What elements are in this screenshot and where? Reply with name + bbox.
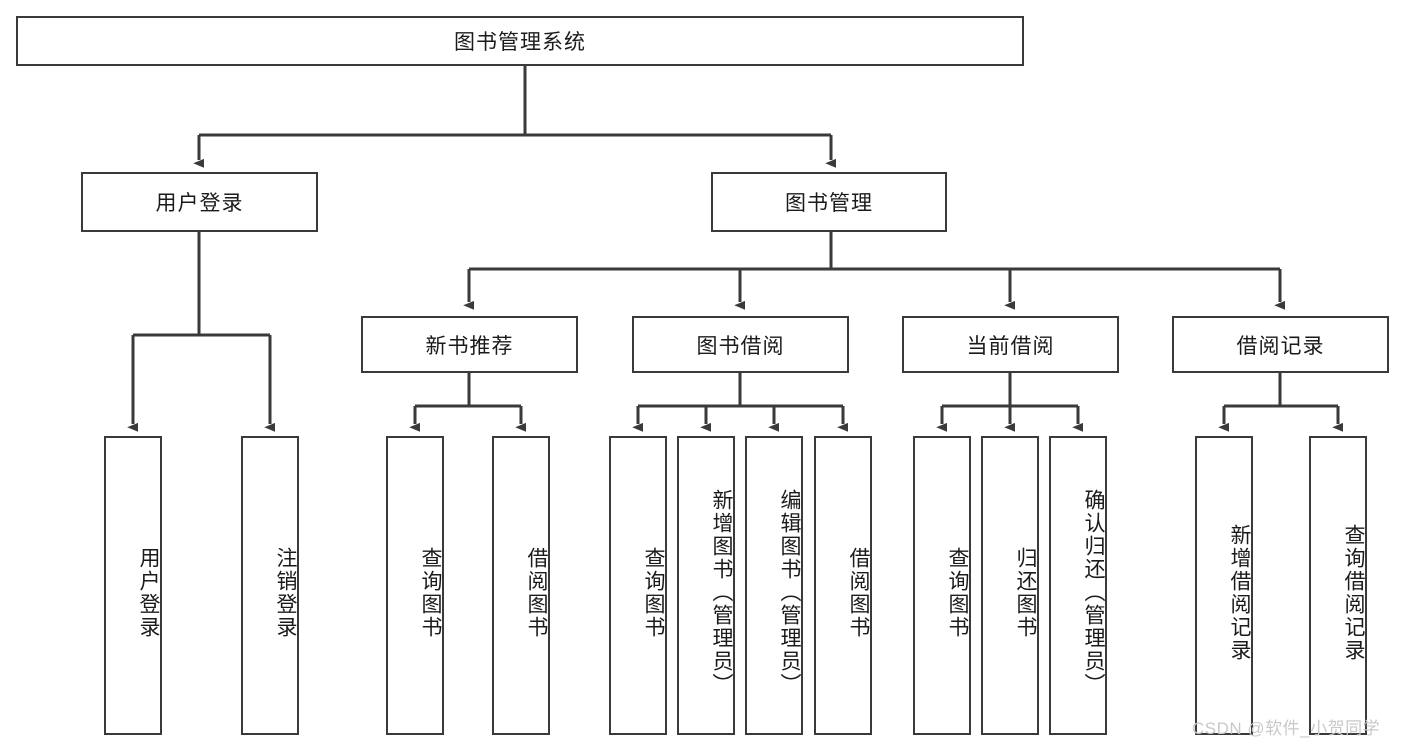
node-leaf-user-login-label: 用户登录	[137, 546, 160, 639]
node-leaf-borrow-book-2[interactable]: 借阅图书	[814, 436, 872, 735]
node-leaf-query-book-1[interactable]: 查询图书	[386, 436, 444, 735]
node-leaf-add-record-label: 新增借阅记录	[1228, 523, 1251, 662]
node-user-login[interactable]: 用户登录	[81, 172, 318, 232]
node-book-management-label: 图书管理	[785, 192, 873, 215]
node-leaf-query-book-3-label: 查询图书	[946, 546, 969, 639]
node-book-borrow-label: 图书借阅	[696, 334, 785, 358]
node-leaf-query-record[interactable]: 查询借阅记录	[1309, 436, 1367, 735]
node-leaf-confirm-return[interactable]: 确认归还（管理员）	[1049, 436, 1107, 735]
node-borrow-record-label: 借阅记录	[1236, 334, 1325, 358]
node-root[interactable]: 图书管理系统	[16, 16, 1024, 66]
node-leaf-return-book[interactable]: 归还图书	[981, 436, 1039, 735]
node-leaf-return-book-label: 归还图书	[1014, 546, 1037, 639]
node-leaf-edit-book-label: 编辑图书（管理员）	[778, 489, 801, 696]
node-leaf-edit-book[interactable]: 编辑图书（管理员）	[745, 436, 803, 735]
node-leaf-query-book-3[interactable]: 查询图书	[913, 436, 971, 735]
node-book-management[interactable]: 图书管理	[711, 172, 947, 232]
node-leaf-logout-login-label: 注销登录	[274, 546, 297, 639]
node-borrow-record[interactable]: 借阅记录	[1172, 316, 1389, 373]
node-leaf-borrow-book-2-label: 借阅图书	[847, 546, 870, 639]
node-leaf-confirm-return-label: 确认归还（管理员）	[1082, 489, 1105, 696]
node-leaf-add-book[interactable]: 新增图书（管理员）	[677, 436, 735, 735]
node-book-borrow[interactable]: 图书借阅	[632, 316, 849, 373]
node-leaf-query-book-2-label: 查询图书	[642, 546, 665, 639]
node-leaf-query-book-2[interactable]: 查询图书	[609, 436, 667, 735]
node-leaf-user-login[interactable]: 用户登录	[104, 436, 162, 735]
node-leaf-logout-login[interactable]: 注销登录	[241, 436, 299, 735]
node-leaf-borrow-book-1-label: 借阅图书	[525, 546, 548, 639]
csdn-watermark: CSDN @软件_小贺同学	[1192, 719, 1381, 738]
node-new-book-recommend-label: 新书推荐	[425, 334, 514, 358]
node-leaf-add-book-label: 新增图书（管理员）	[710, 489, 733, 696]
node-user-login-label: 用户登录	[155, 192, 244, 215]
node-leaf-borrow-book-1[interactable]: 借阅图书	[492, 436, 550, 735]
node-leaf-query-book-1-label: 查询图书	[419, 546, 442, 639]
node-new-book-recommend[interactable]: 新书推荐	[361, 316, 578, 373]
node-current-borrow-label: 当前借阅	[966, 334, 1055, 358]
node-current-borrow[interactable]: 当前借阅	[902, 316, 1119, 373]
node-leaf-add-record[interactable]: 新增借阅记录	[1195, 436, 1253, 735]
node-root-label: 图书管理系统	[454, 31, 586, 54]
node-leaf-query-record-label: 查询借阅记录	[1342, 523, 1365, 662]
